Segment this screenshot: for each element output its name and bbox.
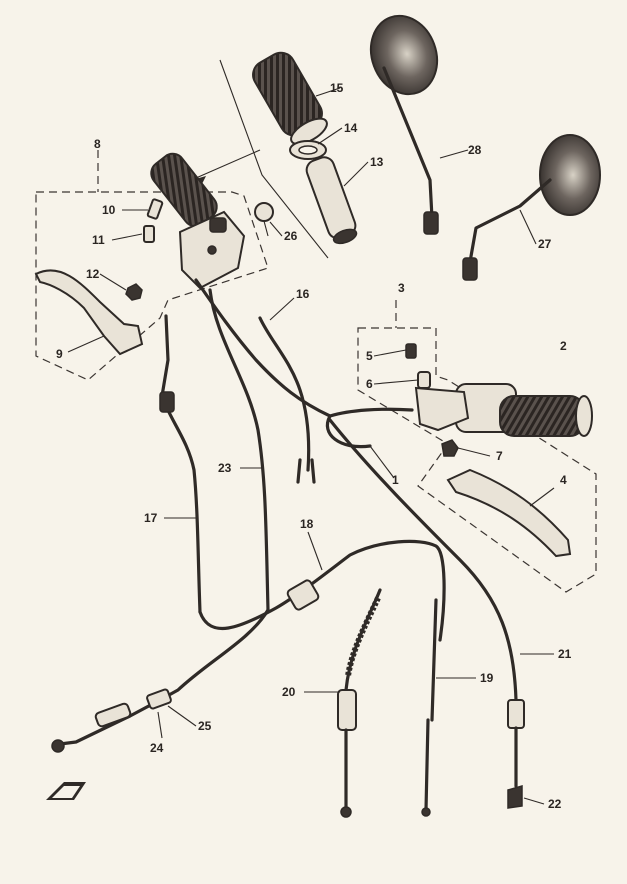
- part-11-collar: [143, 225, 155, 243]
- label-17: 17: [144, 511, 158, 525]
- leader-6: [373, 379, 419, 385]
- right-lever-assembly-frame: [357, 327, 597, 593]
- label-27: 27: [538, 237, 552, 251]
- wire-end-b: [310, 458, 316, 484]
- label-4: 4: [560, 473, 567, 487]
- label-18: 18: [300, 517, 314, 531]
- leader-26: [269, 221, 283, 237]
- leader-11: [111, 233, 143, 241]
- handlebar-left-segment: [194, 278, 332, 418]
- right-lever-holder: [414, 386, 470, 432]
- wire-end-a: [296, 458, 302, 484]
- part-9-clutch-lever: [34, 269, 144, 356]
- leader-18: [307, 531, 323, 571]
- part-20-end: [340, 806, 352, 818]
- leader-25: [167, 705, 197, 727]
- part-19-cable: [430, 598, 438, 722]
- grip-arrow: [195, 149, 261, 179]
- leader-16: [269, 297, 295, 321]
- leader-4: [529, 487, 555, 507]
- part-2-right-grip: [455, 383, 593, 437]
- part-10-bolt: [146, 198, 164, 220]
- label-20: 20: [282, 685, 296, 699]
- label-15: 15: [330, 81, 344, 95]
- leader-27: [519, 209, 537, 245]
- left-grip-assembly: [150, 152, 246, 290]
- leader-28: [439, 149, 469, 159]
- label-11: 11: [92, 233, 105, 247]
- label-22: 22: [548, 797, 562, 811]
- part-13-throttle-tube: [305, 156, 358, 245]
- part-19-end: [421, 807, 431, 817]
- label-23: 23: [218, 461, 232, 475]
- part-5-screw: [405, 343, 417, 359]
- part-17-adjuster: [159, 391, 175, 413]
- part-21-adjuster: [507, 699, 525, 729]
- label-7: 7: [496, 449, 503, 463]
- part-24-sleeve: [94, 702, 132, 728]
- label-13: 13: [370, 155, 384, 169]
- part-24-end: [51, 739, 65, 753]
- part-12-nut: [125, 283, 143, 301]
- part-27-mirror: [462, 134, 601, 281]
- label-28: 28: [468, 143, 482, 157]
- leader-22: [523, 797, 545, 805]
- part-7-nut: [441, 439, 459, 457]
- leader-24: [157, 711, 163, 739]
- part-25-adjuster: [146, 688, 172, 710]
- label-5: 5: [366, 349, 373, 363]
- part-18-junction: [286, 579, 320, 611]
- label-6: 6: [366, 377, 373, 391]
- part-24-throttle-cable: [58, 608, 270, 746]
- label-9: 9: [56, 347, 63, 361]
- grip-exploded-axis: [219, 59, 329, 259]
- leader-1: [369, 445, 395, 479]
- part-21-cable: [328, 418, 518, 702]
- label-25: 25: [198, 719, 212, 733]
- leader-13: [343, 161, 369, 187]
- label-10: 10: [102, 203, 116, 217]
- label-12: 12: [86, 267, 100, 281]
- part-16-switch-wire: [258, 316, 311, 472]
- label-26: 26: [284, 229, 298, 243]
- part-4-brake-lever: [446, 468, 572, 558]
- leader-12: [99, 273, 127, 291]
- leader-5: [373, 349, 407, 357]
- leader-14: [317, 127, 343, 145]
- part-20-adjuster: [337, 689, 357, 731]
- label-24: 24: [150, 741, 164, 755]
- label-16: 16: [296, 287, 310, 301]
- manufacturer-logo: [46, 782, 86, 800]
- part-23-cable: [208, 288, 270, 612]
- part-1-handlebar-bend: [325, 414, 372, 449]
- part-14-washer: [289, 140, 327, 160]
- part-17-clutch-cable: [160, 314, 202, 614]
- label-14: 14: [344, 121, 358, 135]
- label-8: 8: [94, 137, 101, 151]
- leader-9: [67, 335, 105, 353]
- label-19: 19: [480, 671, 494, 685]
- leader-7: [457, 447, 491, 457]
- part-26-cap: [254, 202, 274, 237]
- part-20-spring: [345, 596, 381, 677]
- part-18-cable: [198, 539, 446, 642]
- label-1: 1: [392, 473, 399, 487]
- label-2: 2: [560, 339, 567, 353]
- part-22-nipple: [507, 785, 523, 809]
- part-6-adjuster: [417, 371, 431, 389]
- part-28-mirror: [369, 14, 439, 235]
- part-1-handlebar: [328, 407, 414, 418]
- label-21: 21: [558, 647, 572, 661]
- label-3: 3: [398, 281, 405, 295]
- part-19-inner-wire: [424, 718, 430, 812]
- left-lever-assembly-frame: [35, 191, 269, 381]
- part-15-grip: [252, 51, 328, 146]
- leader-15: [315, 87, 341, 97]
